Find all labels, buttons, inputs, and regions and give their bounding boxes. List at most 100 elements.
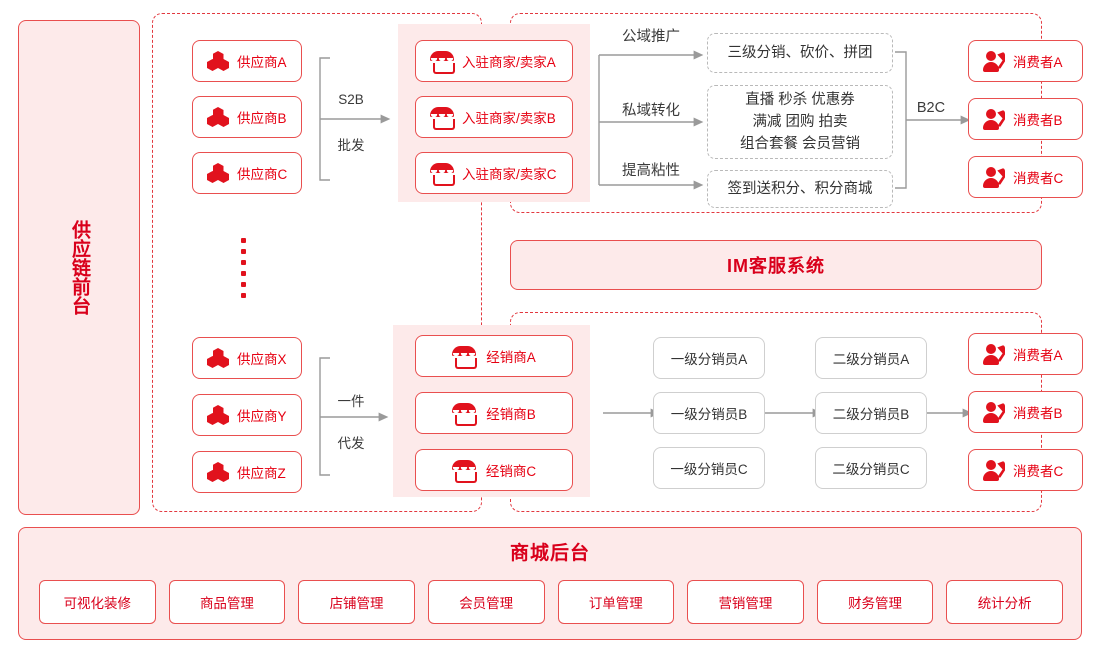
supplier-card[interactable]: 供应商C — [192, 152, 302, 194]
merchant-label: 入驻商家/卖家A — [462, 55, 556, 70]
consumer-card[interactable]: 消费者B — [968, 391, 1083, 433]
supplier-card[interactable]: 供应商Z — [192, 451, 302, 493]
feature-box-promotion[interactable]: 三级分销、砍价、拼团 — [707, 33, 893, 73]
b2c-label: B2C — [916, 100, 946, 116]
dealer-card[interactable]: 经销商A — [415, 335, 573, 377]
channel-label-stickiness: 提高粘性 — [622, 163, 680, 179]
module-label: 可视化装修 — [63, 596, 132, 611]
channel-label-public-domain: 公域推广 — [622, 29, 680, 45]
mall-backend-panel: 商城后台 可视化装修 商品管理 店铺管理 会员管理 订单管理 营销管理 财务管理… — [18, 527, 1082, 640]
supply-chain-front-panel: 供应链前台 — [18, 20, 140, 515]
module-label: 商品管理 — [199, 596, 254, 611]
backend-module-visual-decoration[interactable]: 可视化装修 — [39, 580, 156, 624]
feature-line: 组合套餐 会员营销 — [739, 136, 861, 152]
backend-module-store-management[interactable]: 店铺管理 — [298, 580, 415, 624]
merchant-card[interactable]: 入驻商家/卖家B — [415, 96, 573, 138]
supplier-label: 供应商C — [237, 167, 288, 182]
module-label: 营销管理 — [718, 596, 773, 611]
consumer-card[interactable]: 消费者A — [968, 333, 1083, 375]
feature-line: 签到送积分、积分商城 — [727, 181, 873, 197]
consumer-card[interactable]: 消费者C — [968, 449, 1083, 491]
supplier-label: 供应商Y — [237, 409, 287, 424]
dot — [241, 293, 246, 298]
merchant-label: 入驻商家/卖家C — [462, 167, 557, 182]
supplier-card[interactable]: 供应商Y — [192, 394, 302, 436]
dealer-card[interactable]: 经销商C — [415, 449, 573, 491]
merchant-card[interactable]: 入驻商家/卖家A — [415, 40, 573, 82]
backend-module-finance-management[interactable]: 财务管理 — [816, 580, 934, 624]
merchant-label: 入驻商家/卖家B — [462, 111, 556, 126]
supply-chain-front-label: 供应链前台 — [69, 220, 90, 315]
supplier-hex-icon — [207, 163, 229, 183]
consumer-person-icon — [983, 50, 1005, 72]
consumer-person-icon — [983, 108, 1005, 130]
im-bar-label: IM客服系统 — [727, 256, 825, 276]
supplier-hex-icon — [207, 107, 229, 127]
supplier-hex-icon — [207, 348, 229, 368]
module-label: 订单管理 — [588, 596, 643, 611]
feature-box-loyalty[interactable]: 签到送积分、积分商城 — [707, 170, 893, 208]
supplier-label: 供应商B — [237, 111, 287, 126]
consumer-label: 消费者A — [1013, 348, 1063, 363]
shop-icon — [430, 106, 455, 130]
dealer-label: 经销商C — [485, 464, 537, 479]
module-label: 财务管理 — [848, 596, 903, 611]
merchant-card[interactable]: 入驻商家/卖家C — [415, 152, 573, 194]
dealer-label: 经销商B — [486, 407, 536, 422]
level1-distributor-card[interactable]: 一级分销员A — [653, 337, 765, 379]
shop-icon — [451, 459, 477, 483]
shop-icon — [452, 345, 478, 369]
level1-distributor-label: 一级分销员A — [670, 352, 748, 367]
backend-module-list: 可视化装修 商品管理 店铺管理 会员管理 订单管理 营销管理 财务管理 统计分析 — [39, 580, 1063, 624]
level1-distributor-label: 一级分销员C — [670, 462, 748, 477]
feature-line: 直播 秒杀 优惠券 — [745, 92, 855, 108]
module-label: 店铺管理 — [329, 596, 384, 611]
feature-box-conversion[interactable]: 直播 秒杀 优惠券 满减 团购 拍卖 组合套餐 会员营销 — [707, 85, 893, 159]
supplier-card[interactable]: 供应商A — [192, 40, 302, 82]
backend-module-marketing-management[interactable]: 营销管理 — [687, 580, 804, 624]
level1-distributor-card[interactable]: 一级分销员B — [653, 392, 765, 434]
im-customer-service-bar[interactable]: IM客服系统 — [510, 240, 1042, 290]
consumer-card[interactable]: 消费者B — [968, 98, 1083, 140]
consumer-person-icon — [983, 166, 1005, 188]
consumer-card[interactable]: 消费者A — [968, 40, 1083, 82]
level2-distributor-card[interactable]: 二级分销员A — [815, 337, 927, 379]
level1-distributor-label: 一级分销员B — [670, 407, 748, 422]
backend-module-member-management[interactable]: 会员管理 — [427, 580, 545, 624]
level2-distributor-label: 二级分销员A — [832, 352, 910, 367]
supplier-label: 供应商X — [237, 352, 287, 367]
consumer-label: 消费者C — [1013, 464, 1064, 479]
dot — [241, 260, 246, 265]
dot — [241, 271, 246, 276]
consumer-label: 消费者C — [1013, 171, 1064, 186]
supplier-label: 供应商A — [237, 55, 287, 70]
continuation-dots — [241, 238, 249, 298]
consumer-label: 消费者B — [1013, 406, 1063, 421]
supplier-hex-icon — [207, 462, 229, 482]
backend-module-order-management[interactable]: 订单管理 — [557, 580, 675, 624]
supplier-card[interactable]: 供应商B — [192, 96, 302, 138]
level1-distributor-card[interactable]: 一级分销员C — [653, 447, 765, 489]
dealer-label: 经销商A — [486, 350, 536, 365]
dot — [241, 282, 246, 287]
supplier-card[interactable]: 供应商X — [192, 337, 302, 379]
level2-distributor-card[interactable]: 二级分销员C — [815, 447, 927, 489]
feature-line: 满减 团购 拍卖 — [752, 114, 848, 130]
level2-distributor-label: 二级分销员C — [832, 462, 910, 477]
shop-icon — [430, 50, 455, 74]
level2-distributor-card[interactable]: 二级分销员B — [815, 392, 927, 434]
consumer-label: 消费者B — [1013, 113, 1063, 128]
consumer-card[interactable]: 消费者C — [968, 156, 1083, 198]
consumer-label: 消费者A — [1013, 55, 1063, 70]
supplier-hex-icon — [207, 51, 229, 71]
dealer-card[interactable]: 经销商B — [415, 392, 573, 434]
level2-distributor-label: 二级分销员B — [832, 407, 910, 422]
backend-title: 商城后台 — [509, 543, 590, 564]
s2b-label-line2: 批发 — [337, 138, 365, 153]
dot — [241, 238, 246, 243]
backend-module-statistics-analysis[interactable]: 统计分析 — [946, 580, 1063, 624]
dot — [241, 249, 246, 254]
backend-module-product-management[interactable]: 商品管理 — [168, 580, 286, 624]
consumer-person-icon — [983, 459, 1005, 481]
supplier-label: 供应商Z — [237, 466, 286, 481]
